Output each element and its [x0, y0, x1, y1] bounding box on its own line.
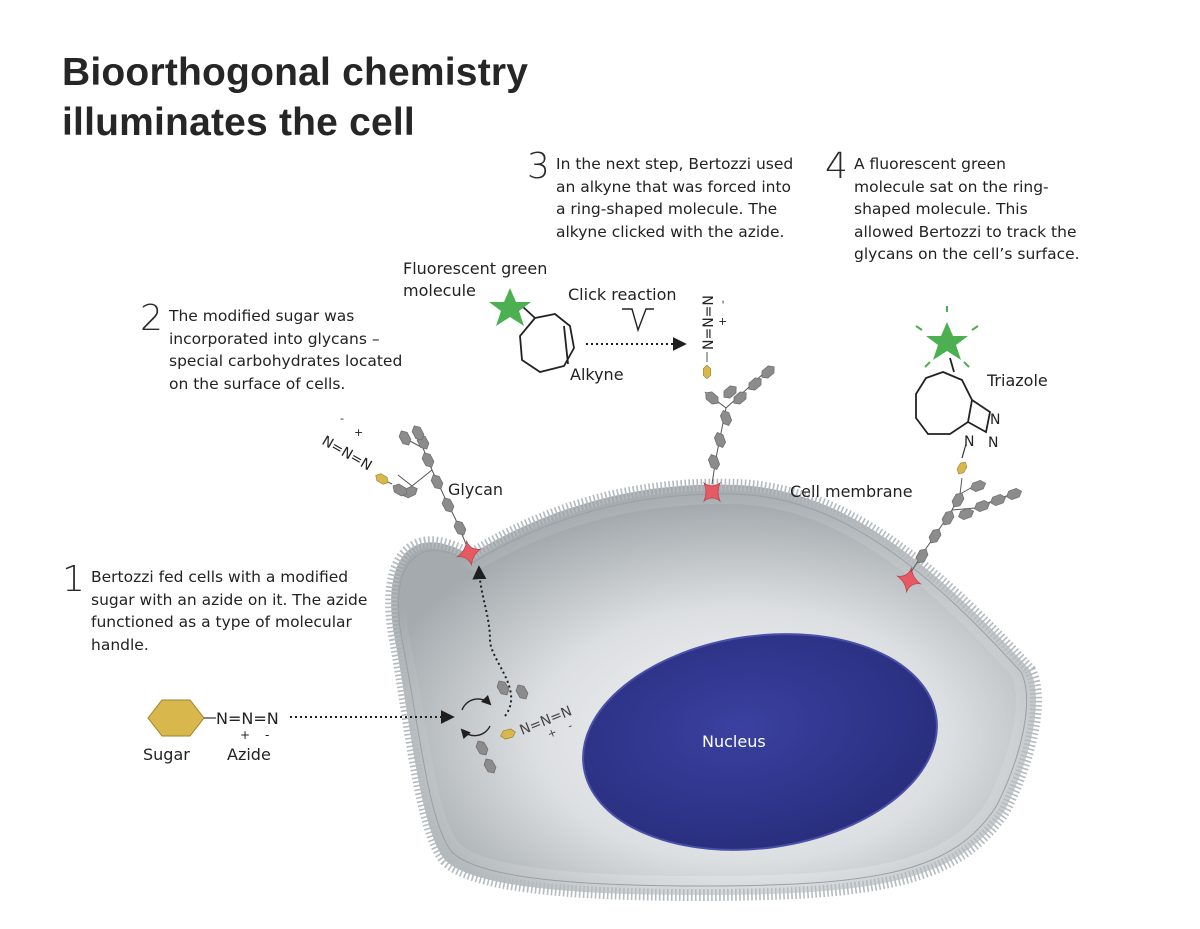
label-fluorescent-molecule: Fluorescent green molecule [403, 258, 547, 302]
step-1-line: Bertozzi fed cells with a modified [91, 568, 349, 586]
glycan-top [702, 352, 778, 502]
label-nucleus: Nucleus [702, 732, 766, 751]
title-line-1: Bioorthogonal chemistry [62, 51, 529, 94]
step-3-line: a ring-shaped molecule. The [556, 200, 778, 218]
azide-minus: - [265, 728, 269, 742]
label-cell-membrane: Cell membrane [790, 482, 913, 501]
azide-plus: + [240, 728, 250, 742]
step-2-number: 2 [140, 298, 163, 339]
label-click-reaction: Click reaction [568, 285, 677, 304]
step-2-text: The modified sugar was incorporated into… [169, 305, 402, 395]
metabolic-cycle-icon [460, 694, 492, 740]
diagram-title: Bioorthogonal chemistry illuminates the … [62, 48, 528, 148]
nucleus [582, 633, 938, 851]
svg-text:+: + [545, 725, 558, 741]
step-2-line: special carbohydrates located [169, 352, 403, 370]
step-3-line: In the next step, Bertozzi used [556, 155, 794, 173]
svg-text:-: - [716, 300, 729, 304]
click-symbol [622, 308, 654, 333]
step-3-line: alkyne clicked with the azide. [556, 222, 785, 241]
step-2-line: The modified sugar was [169, 307, 355, 325]
step-4-line: allowed Bertozzi to track the [854, 222, 1077, 241]
step-4-line: molecule sat on the ring- [854, 177, 1049, 196]
svg-text:N: N [990, 412, 1000, 428]
step-3-line: an alkyne that was forced into [556, 177, 792, 196]
glycan-left [373, 423, 481, 566]
step-4-line: shaped molecule. This [854, 200, 1028, 218]
triazole-ring-structure [915, 357, 992, 435]
sugar-molecule [147, 699, 205, 737]
triazole-linker [961, 443, 967, 459]
label-fluorescent-line-2: molecule [403, 281, 476, 300]
triazole-nitrogens: N N N [964, 412, 1000, 451]
step-1-number: 1 [62, 559, 85, 600]
step-3-text: In the next step, Bertozzi used an alkyn… [556, 153, 793, 243]
title-line-2: illuminates the cell [62, 101, 415, 144]
label-triazole: Triazole [987, 371, 1048, 390]
svg-text:N=N=N: N=N=N [701, 295, 717, 350]
step-4-line: glycans on the cell’s surface. [854, 245, 1080, 263]
cell-membrane-inner-edge [398, 493, 1028, 887]
step-3-number: 3 [527, 146, 550, 187]
step-4-line: A fluorescent green [854, 155, 1006, 173]
step-1-text: Bertozzi fed cells with a modified sugar… [91, 566, 367, 656]
label-glycan: Glycan [448, 480, 504, 499]
glycan-right [897, 459, 1024, 593]
azide-group: N=N=N + - [216, 709, 279, 742]
svg-text:N: N [988, 435, 998, 451]
glycan-left-azide: N=N=N [319, 433, 375, 474]
step-2-line: incorporated into glycans – [169, 329, 380, 348]
label-sugar: Sugar [143, 745, 190, 764]
glycan-top-azide: N=N=N + - [701, 295, 729, 350]
label-azide: Azide [227, 745, 271, 764]
step-2-line: on the surface of cells. [169, 374, 346, 393]
glycan-left-azide-plus: + [354, 426, 363, 439]
cyclooctyne-structure [519, 305, 575, 373]
step-1-line: functioned as a type of molecular [91, 613, 352, 631]
svg-text:-: - [566, 719, 575, 733]
svg-text:+: + [716, 317, 729, 326]
azide-formula: N=N=N [216, 709, 279, 728]
glycan-left-azide-minus: - [340, 412, 344, 425]
incorporation-arrow [472, 565, 513, 717]
step-1-line: handle. [91, 635, 149, 654]
fluorescent-star [489, 288, 531, 326]
step-4-number: 4 [825, 146, 848, 187]
label-fluorescent-line-1: Fluorescent green [403, 259, 548, 278]
label-alkyne: Alkyne [570, 365, 624, 384]
svg-text:N=N=N: N=N=N [319, 433, 375, 474]
svg-text:N: N [964, 434, 974, 450]
fluorescent-star-glowing [915, 306, 979, 368]
step-1-line: sugar with an azide on it. The azide [91, 590, 368, 609]
step-4-text: A fluorescent green molecule sat on the … [854, 153, 1080, 266]
